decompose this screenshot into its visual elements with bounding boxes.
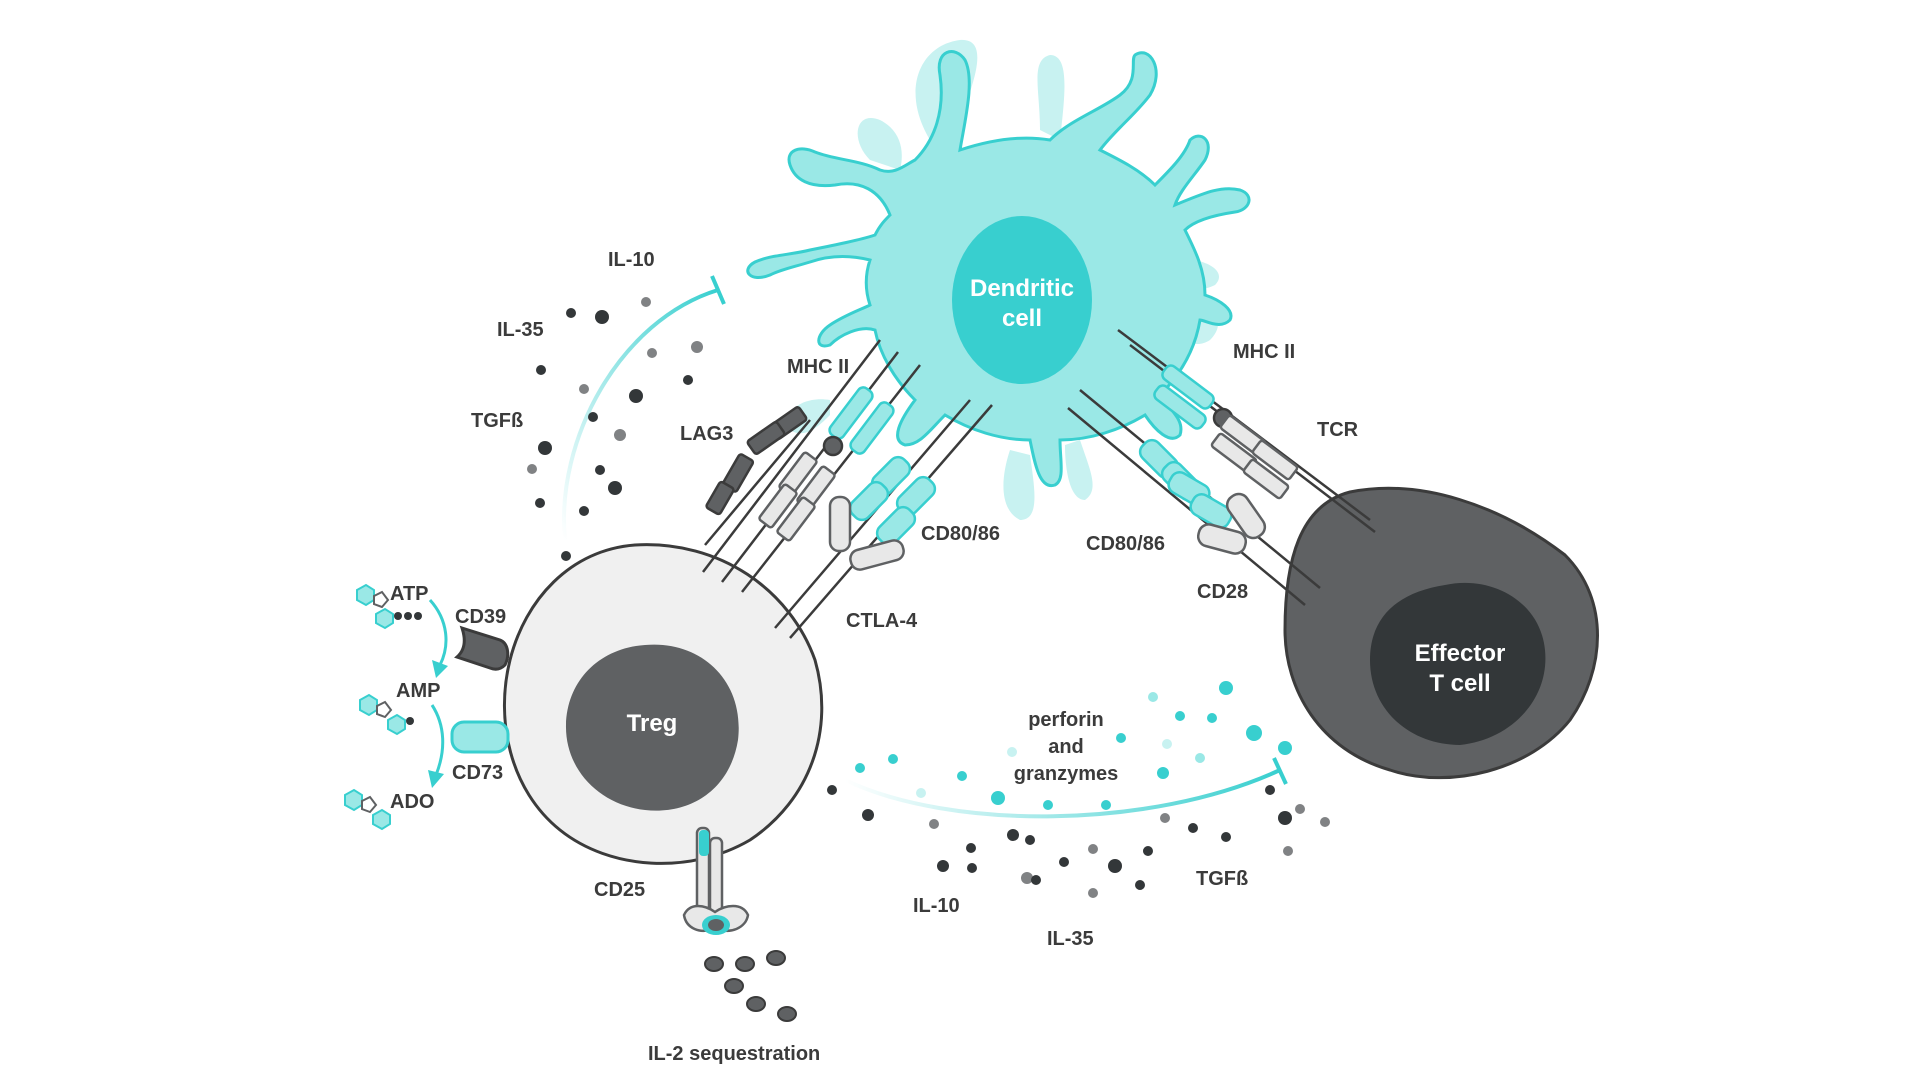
perforin-granzyme-dots [855,681,1292,810]
cytokine-dots-bottom [827,785,1330,898]
label-atp: ATP [390,583,429,605]
label-cd25: CD25 [594,879,645,901]
label-lag3: LAG3 [680,423,733,445]
label-il10-bottom: IL-10 [913,895,960,917]
label-tcr: TCR [1317,419,1359,441]
amp-molecule [359,693,414,736]
dendritic-cell-label-line1: Dendritic [970,275,1074,302]
label-cd28: CD28 [1197,581,1248,603]
label-il35-top: IL-35 [497,319,544,341]
cd73-enzyme [450,720,510,754]
label-tgfb-bottom: TGFß [1196,868,1248,890]
lag3-molecule [705,406,808,516]
treg-cell-label: Treg [627,710,678,737]
cytokine-dots-top [527,297,703,561]
atp-molecule [356,583,422,630]
cd28-molecule [1196,492,1267,555]
treg-cell-nucleus [565,644,739,811]
ado-molecule [344,788,391,831]
label-cd39: CD39 [455,606,506,628]
il10-inhibition-arc [562,275,726,541]
mhc2-right-complex [1153,364,1299,500]
label-ado: ADO [390,791,434,813]
il2-molecules [704,950,797,1022]
label-mhc2-left: MHC II [787,356,849,378]
treg-cell: Treg [502,543,824,865]
effector-t-cell-nucleus [1370,582,1546,745]
label-cd80-86-right: CD80/86 [1086,533,1165,555]
label-perforin-line1: perforin [1028,709,1104,731]
adenosine-conversion-arrows [428,598,448,788]
cd39-enzyme [454,625,510,671]
label-cd80-86-left: CD80/86 [921,523,1000,545]
effector-t-cell-label-line2: T cell [1429,670,1490,697]
label-cd73: CD73 [452,762,503,784]
dendritic-cell: Dendritic cell [746,39,1251,520]
dendritic-cell-label-line2: cell [1002,305,1042,332]
label-il2-sequestration: IL-2 sequestration [648,1043,820,1065]
label-perforin-line3: granzymes [1014,763,1119,785]
ctla4-molecule [828,495,905,571]
label-tgfb-top: TGFß [471,410,523,432]
label-il35-bottom: IL-35 [1047,928,1094,950]
dendritic-cell-nucleus [952,216,1092,384]
label-il10-top: IL-10 [608,249,655,271]
effector-t-cell-label-line1: Effector [1415,640,1506,667]
cd80-86-left-molecule [848,455,937,547]
effector-t-cell: Effector T cell [1283,486,1599,780]
mhc2-left-complex [758,386,895,542]
label-amp: AMP [396,680,440,702]
cd25-receptor [682,826,750,935]
label-ctla4: CTLA-4 [846,610,918,632]
cytotoxic-inhibition-arc [844,757,1288,819]
cd80-86-right-molecule [1138,438,1233,529]
label-mhc2-right: MHC II [1233,341,1295,363]
label-perforin-line2: and [1048,736,1084,758]
